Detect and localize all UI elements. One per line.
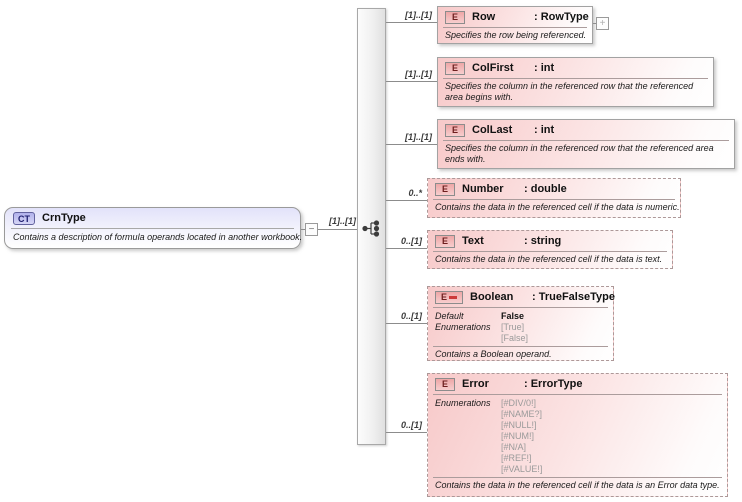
complextype-crntype-box[interactable]: CT CrnType Contains a description of for… — [4, 207, 303, 249]
cardinality-colfirst: [1]..[1] — [405, 69, 432, 79]
element-title: E Number : double — [428, 179, 680, 199]
enumerations-label: Enumerations — [435, 322, 491, 332]
element-icon: E — [435, 234, 455, 248]
enum-value: [#N/A] — [501, 442, 527, 452]
connector-error — [386, 432, 427, 433]
element-name: Text — [462, 235, 484, 247]
element-name: ColFirst — [472, 62, 514, 74]
element-title: E Text : string — [428, 231, 672, 251]
connector-boolean — [386, 323, 427, 324]
element-box-row[interactable]: E Row : RowType Specifies the row being … — [437, 6, 593, 44]
element-name: Boolean — [470, 291, 514, 303]
element-name: Row — [472, 11, 496, 23]
element-description: Contains the data in the referenced cell… — [435, 480, 720, 490]
element-icon: E — [435, 182, 455, 196]
element-title: E Error : ErrorType — [428, 374, 727, 394]
divider — [433, 394, 722, 395]
divider — [433, 346, 608, 347]
divider — [443, 27, 587, 28]
complextype-name: CrnType — [42, 212, 86, 224]
element-name: ColLast — [472, 124, 513, 136]
connector-row — [386, 22, 437, 23]
enum-value: [False] — [501, 333, 529, 343]
divider — [433, 251, 667, 252]
element-with-default-icon: E — [435, 290, 463, 304]
enum-value: [True] — [501, 322, 525, 332]
element-type: : RowType — [534, 11, 589, 23]
element-description: Specifies the row being referenced. — [445, 30, 587, 40]
element-box-text[interactable]: E Text : string Contains the data in the… — [427, 230, 673, 269]
element-box-number[interactable]: E Number : double Contains the data in t… — [427, 178, 681, 218]
element-box-collast[interactable]: E ColLast : int Specifies the column in … — [437, 119, 735, 169]
cardinality-error: 0..[1] — [400, 420, 422, 430]
facets-section: Enumerations [#DIV/0!] [#NAME?] [#NULL!]… — [428, 395, 727, 477]
element-icon: E — [445, 123, 465, 137]
element-description: Contains the data in the referenced cell… — [435, 254, 663, 264]
cardinality-root: [1]..[1] — [329, 216, 356, 226]
element-box-colfirst[interactable]: E ColFirst : int Specifies the column in… — [437, 57, 714, 107]
complextype-icon: CT — [13, 211, 35, 225]
element-type: : ErrorType — [524, 378, 583, 390]
cardinality-collast: [1]..[1] — [405, 132, 432, 142]
expand-toggle-row[interactable]: + — [596, 17, 609, 30]
connector-colfirst — [386, 81, 437, 82]
divider — [433, 199, 675, 200]
element-description: Specifies the column in the referenced r… — [445, 81, 694, 102]
enumerations-label: Enumerations — [435, 398, 491, 408]
cardinality-number: 0..* — [408, 188, 422, 198]
element-description: Contains a Boolean operand. — [435, 349, 552, 359]
connector-text — [386, 248, 427, 249]
complextype-description: Contains a description of formula operan… — [13, 232, 303, 242]
collapse-toggle[interactable]: − — [305, 223, 318, 236]
element-icon: E — [445, 10, 465, 24]
element-type: : TrueFalseType — [532, 291, 615, 303]
cardinality-text: 0..[1] — [400, 236, 422, 246]
enum-value: [#VALUE!] — [501, 464, 543, 474]
complextype-title: CT CrnType — [5, 208, 300, 228]
enum-value: [#NUM!] — [501, 431, 535, 441]
element-title: E ColLast : int — [438, 120, 734, 140]
divider — [11, 228, 294, 229]
enum-value: [#REF!] — [501, 453, 532, 463]
element-icon: E — [435, 377, 455, 391]
element-title: E ColFirst : int — [438, 58, 713, 78]
cardinality-row: [1]..[1] — [405, 10, 432, 20]
connector-number — [386, 200, 427, 201]
divider — [443, 78, 708, 79]
divider — [443, 140, 729, 141]
element-type: : string — [524, 235, 562, 247]
element-icon: E — [445, 61, 465, 75]
cardinality-boolean: 0..[1] — [400, 311, 422, 321]
facets-section: Default False Enumerations [True] [False… — [428, 308, 613, 346]
element-description: Contains the data in the referenced cell… — [435, 202, 680, 212]
enum-value: [#NULL!] — [501, 420, 537, 430]
default-value: False — [501, 311, 525, 321]
connector-collast — [386, 144, 437, 145]
element-description: Specifies the column in the referenced r… — [445, 143, 714, 164]
divider — [433, 477, 722, 478]
enum-value: [#DIV/0!] — [501, 398, 537, 408]
enum-value: [#NAME?] — [501, 409, 543, 419]
default-label: Default — [435, 311, 464, 321]
element-title: E Boolean : TrueFalseType — [428, 287, 615, 307]
element-name: Error — [462, 378, 489, 390]
element-icon-letter: E — [440, 291, 447, 302]
connector-row-expand — [592, 23, 597, 24]
divider — [433, 307, 608, 308]
element-type: : double — [524, 183, 567, 195]
element-title: E Row : RowType — [438, 7, 592, 27]
element-box-error[interactable]: E Error : ErrorType Enumerations [#DIV/0… — [427, 373, 728, 497]
element-name: Number — [462, 183, 504, 195]
element-box-boolean[interactable]: E Boolean : TrueFalseType Default False … — [427, 286, 615, 361]
sequence-icon — [362, 220, 380, 237]
default-dash-icon — [449, 295, 457, 299]
element-type: : int — [534, 124, 555, 136]
connector-root — [301, 229, 357, 230]
element-type: : int — [534, 62, 555, 74]
